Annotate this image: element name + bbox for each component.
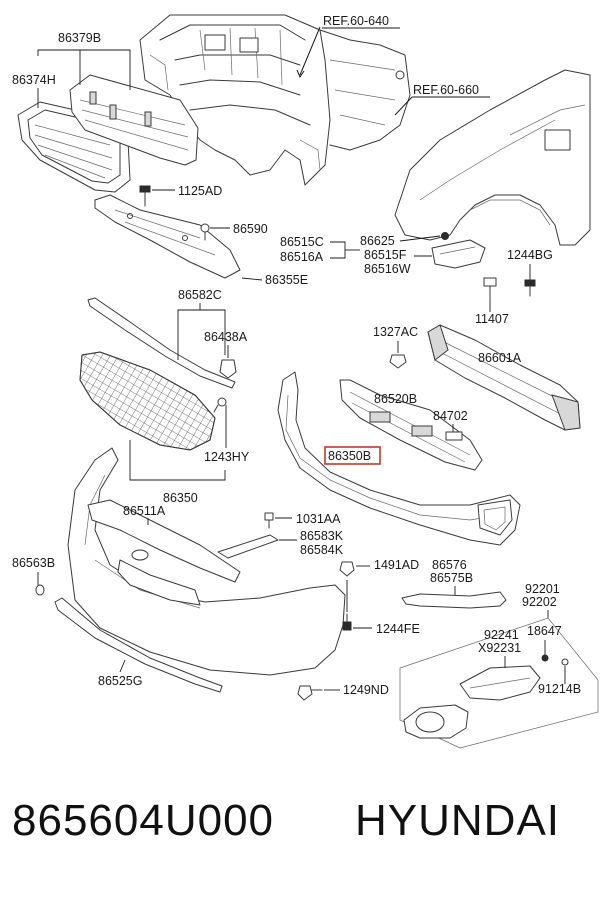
part-label-p86525G: 86525G <box>98 674 142 688</box>
part-label-p1249ND: 1249ND <box>343 683 389 697</box>
screw-1249ND: 1249ND <box>297 683 389 701</box>
part-label-p92241: 92241 <box>484 628 519 642</box>
callout-86379B: 86379B <box>37 31 131 90</box>
fender-bracket-group: 86515C 86516A 86625 86515F 86516W <box>280 232 486 276</box>
part-label-p11407: 11407 <box>475 312 509 326</box>
part-label-p86563B: 86563B <box>12 556 55 570</box>
part-label-p86575B: 86575B <box>430 571 473 585</box>
part-number-text: 865604U000 <box>12 796 275 845</box>
part-label-p86601A: 86601A <box>478 351 522 365</box>
bolt-1244FE: 1244FE <box>342 580 420 636</box>
ref-60-640-callout: REF.60-640 <box>296 14 400 79</box>
part-label-p86583K: 86583K <box>300 529 344 543</box>
fog-garnish-86576: 86576 86575B <box>401 558 507 609</box>
part-label-p1244FE: 1244FE <box>376 622 420 636</box>
bolt-11407: 11407 <box>475 277 509 326</box>
screw-1243HY: 1243HY <box>204 397 250 464</box>
part-label-p86584K: 86584K <box>300 543 344 557</box>
bumper-beam-86601A: 86601A <box>427 324 581 431</box>
part-label-p18647: 18647 <box>527 624 562 638</box>
part-label-p92201: 92201 <box>525 582 560 596</box>
highlighted-part-label: 86350B <box>328 449 371 463</box>
part-label-p86520B: 86520B <box>374 392 417 406</box>
lower-lip-86525G: 86525G <box>54 597 223 693</box>
upper-cover-86355E: 86355E <box>94 194 308 287</box>
bolt-1244BG: 1244BG <box>507 248 553 297</box>
absorber-86520B: 86520B <box>339 379 483 471</box>
clip-86438A: 86438A <box>204 330 248 379</box>
footer-bar: 865604U000 HYUNDAI <box>0 790 600 900</box>
garnish-strip-86582C: 86582C <box>87 288 236 389</box>
part-label-p86582C: 86582C <box>178 288 222 302</box>
front-fender <box>394 69 591 246</box>
part-label-ref_660: REF.60-660 <box>413 83 479 97</box>
part-label-p86625: 86625 <box>360 234 395 248</box>
radiator-support-panel <box>139 14 411 186</box>
part-label-p86511A: 86511A <box>123 504 166 518</box>
part-label-p1125AD: 1125AD <box>178 184 222 198</box>
part-label-p86355E: 86355E <box>265 273 308 287</box>
part-label-pX92231: X92231 <box>478 641 521 655</box>
part-label-ref_640: REF.60-640 <box>323 14 389 28</box>
part-label-p86516A: 86516A <box>280 250 324 264</box>
lower-bumper-86350B: 86350B <box>277 371 521 546</box>
nut-1327AC: 1327AC <box>373 325 418 369</box>
exploded-parts-diagram: REF.60-640 REF.60-660 86379B 86374H <box>12 14 599 749</box>
clip-1031AA: 1031AA <box>264 512 341 529</box>
part-label-p86438A: 86438A <box>204 330 248 344</box>
part-label-p86515F: 86515F <box>364 248 407 262</box>
part-label-p1244BG: 1244BG <box>507 248 553 262</box>
part-label-p92202: 92202 <box>522 595 557 609</box>
part-label-p86576: 86576 <box>432 558 467 572</box>
callout-86374H: 86374H <box>12 73 56 108</box>
part-label-p91214B: 91214B <box>538 682 581 696</box>
part-label-p1031AA: 1031AA <box>296 512 341 526</box>
ref-60-660-callout: REF.60-660 <box>394 83 490 116</box>
fog-lamp-group: 92201 92202 92241 X92231 18647 91214B <box>399 582 599 749</box>
part-label-p1327AC: 1327AC <box>373 325 418 339</box>
part-label-p86374H: 86374H <box>12 73 56 87</box>
part-label-p86350: 86350 <box>163 491 198 505</box>
bolt-1125AD: 1125AD <box>139 184 222 207</box>
part-label-p86516W: 86516W <box>364 262 411 276</box>
radiator-grille-assembly <box>17 74 199 193</box>
part-label-p84702: 84702 <box>433 409 468 423</box>
front-bumper-cover-86511A: 86511A <box>67 447 346 676</box>
clip-1491AD: 1491AD <box>339 558 419 577</box>
part-label-p86515C: 86515C <box>280 235 324 249</box>
cap-86563B: 86563B <box>12 556 55 596</box>
part-label-p86590: 86590 <box>233 222 268 236</box>
clip-86590: 86590 <box>200 222 268 241</box>
part-84702: 84702 <box>433 409 468 441</box>
part-label-p1491AD: 1491AD <box>374 558 419 572</box>
highlight-box-86350B <box>324 446 381 465</box>
part-label-p1243HY: 1243HY <box>204 450 250 464</box>
part-label-p86379B: 86379B <box>58 31 101 45</box>
garnish-86583K: 86583K 86584K <box>217 529 344 559</box>
mesh-grille-86350: 86350 <box>79 351 226 505</box>
brand-text: HYUNDAI <box>355 796 561 845</box>
